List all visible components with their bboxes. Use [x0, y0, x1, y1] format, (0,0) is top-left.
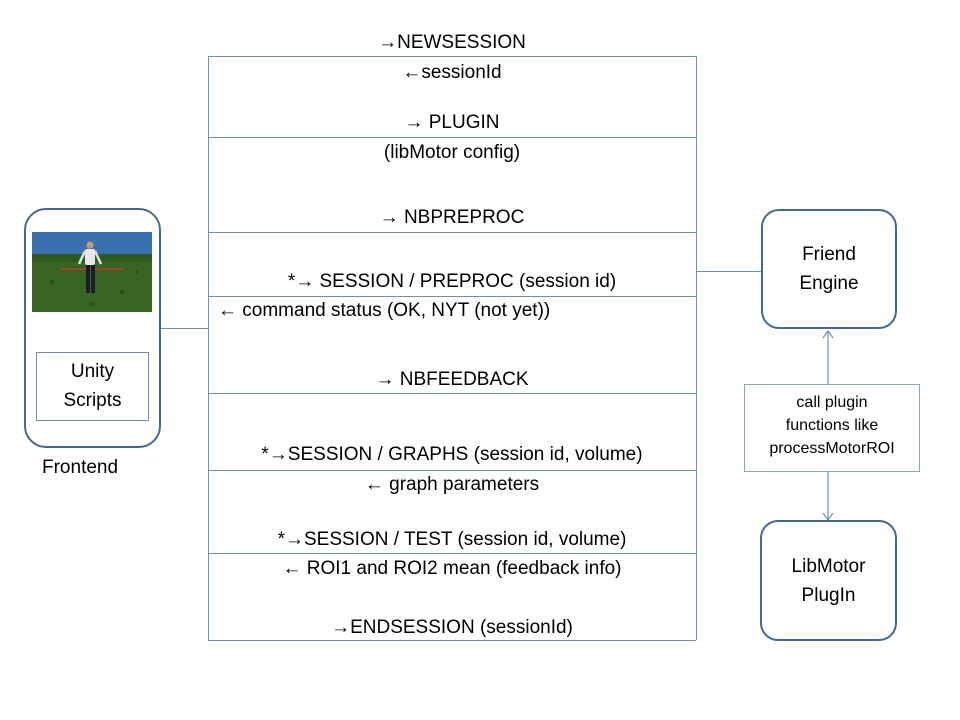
- friend-engine-line2: Engine: [799, 273, 859, 294]
- call-note-line3: processMotorROI: [769, 440, 895, 457]
- message-session-graphs: *→SESSION / GRAPHS (session id, volume): [261, 444, 643, 465]
- call-plugin-note: call plugin functions like processMotorR…: [744, 384, 920, 472]
- divider-line: [208, 470, 696, 471]
- libmotor-line1: LibMotor: [791, 555, 866, 577]
- friend-engine-line1: Friend: [802, 244, 856, 265]
- message-libmotor-config: (libMotor config): [383, 142, 521, 163]
- message-command-status: ← command status (OK, NYT (not yet)): [218, 300, 551, 321]
- message-endsession: →ENDSESSION (sessionId): [331, 617, 573, 638]
- message-plugin: → PLUGIN: [404, 112, 500, 133]
- divider-line: [208, 393, 696, 394]
- divider-line: [208, 56, 696, 57]
- friend-engine-box: Friend Engine: [761, 209, 897, 329]
- message-graph-parameters: ← graph parameters: [364, 474, 540, 495]
- frontend-connector: [161, 328, 208, 329]
- message-nbpreproc: → NBPREPROC: [379, 207, 525, 228]
- message-newsession: →NEWSESSION: [378, 32, 526, 53]
- message-session-test: *→SESSION / TEST (session id, volume): [277, 529, 627, 550]
- unity-scripts-line1: Unity: [70, 361, 115, 382]
- message-roi-mean: ← ROI1 and ROI2 mean (feedback info): [282, 558, 622, 579]
- unity-scene-thumbnail-icon: [32, 232, 152, 312]
- frontend-label: Frontend: [42, 457, 119, 478]
- divider-line: [208, 232, 696, 233]
- libmotor-plugin-box: LibMotor PlugIn: [760, 520, 897, 641]
- message-sessionid: ←sessionId: [402, 62, 502, 83]
- message-area-right-edge: [696, 56, 697, 640]
- divider-line: [208, 137, 696, 138]
- engine-connector: [696, 271, 761, 272]
- message-area-left-edge: [208, 56, 209, 640]
- unity-scripts-line2: Scripts: [63, 390, 122, 411]
- call-note-line2: functions like: [785, 417, 879, 434]
- divider-line: [208, 296, 696, 297]
- libmotor-line2: PlugIn: [801, 584, 856, 606]
- message-session-preproc: *→ SESSION / PREPROC (session id): [287, 271, 617, 292]
- divider-line: [208, 640, 696, 641]
- call-note-line1: call plugin: [796, 394, 868, 411]
- message-nbfeedback: → NBFEEDBACK: [375, 369, 529, 390]
- divider-line: [208, 553, 696, 554]
- unity-scripts-box: Unity Scripts: [36, 352, 149, 421]
